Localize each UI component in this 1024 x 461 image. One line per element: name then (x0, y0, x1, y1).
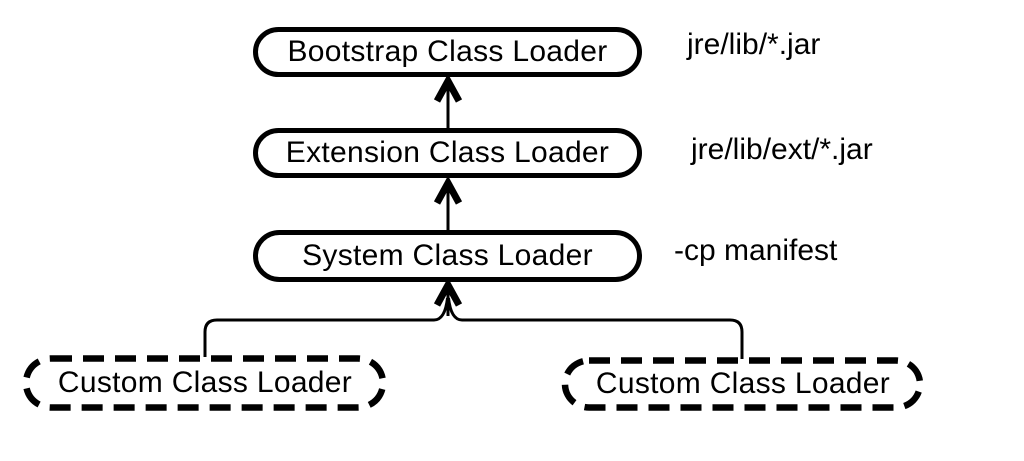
extension-class-loader-label: Extension Class Loader (285, 136, 610, 169)
connector-right-line (447, 297, 744, 359)
custom-class-loader-left-label: Custom Class Loader (57, 366, 353, 399)
bootstrap-node-box (253, 27, 642, 77)
arrowhead-up-icon (433, 73, 463, 103)
system-annotation: -cp manifest (674, 234, 838, 267)
system-class-loader-label: System Class Loader (302, 239, 593, 272)
arrow-custom-to-system (203, 277, 744, 359)
arrowhead-up-icon (433, 175, 463, 205)
bootstrap-class-loader-label: Bootstrap Class Loader (287, 35, 608, 68)
arrow-extension-to-bootstrap (433, 73, 463, 129)
extension-node-box (253, 128, 642, 178)
extension-annotation: jre/lib/ext/*.jar (691, 133, 873, 166)
arrowhead-up-icon (433, 277, 463, 307)
bootstrap-annotation: jre/lib/*.jar (687, 28, 821, 61)
connector-left-line (203, 297, 449, 357)
arrow-system-to-extension (433, 175, 463, 231)
custom-class-loader-right-label: Custom Class Loader (595, 367, 891, 400)
